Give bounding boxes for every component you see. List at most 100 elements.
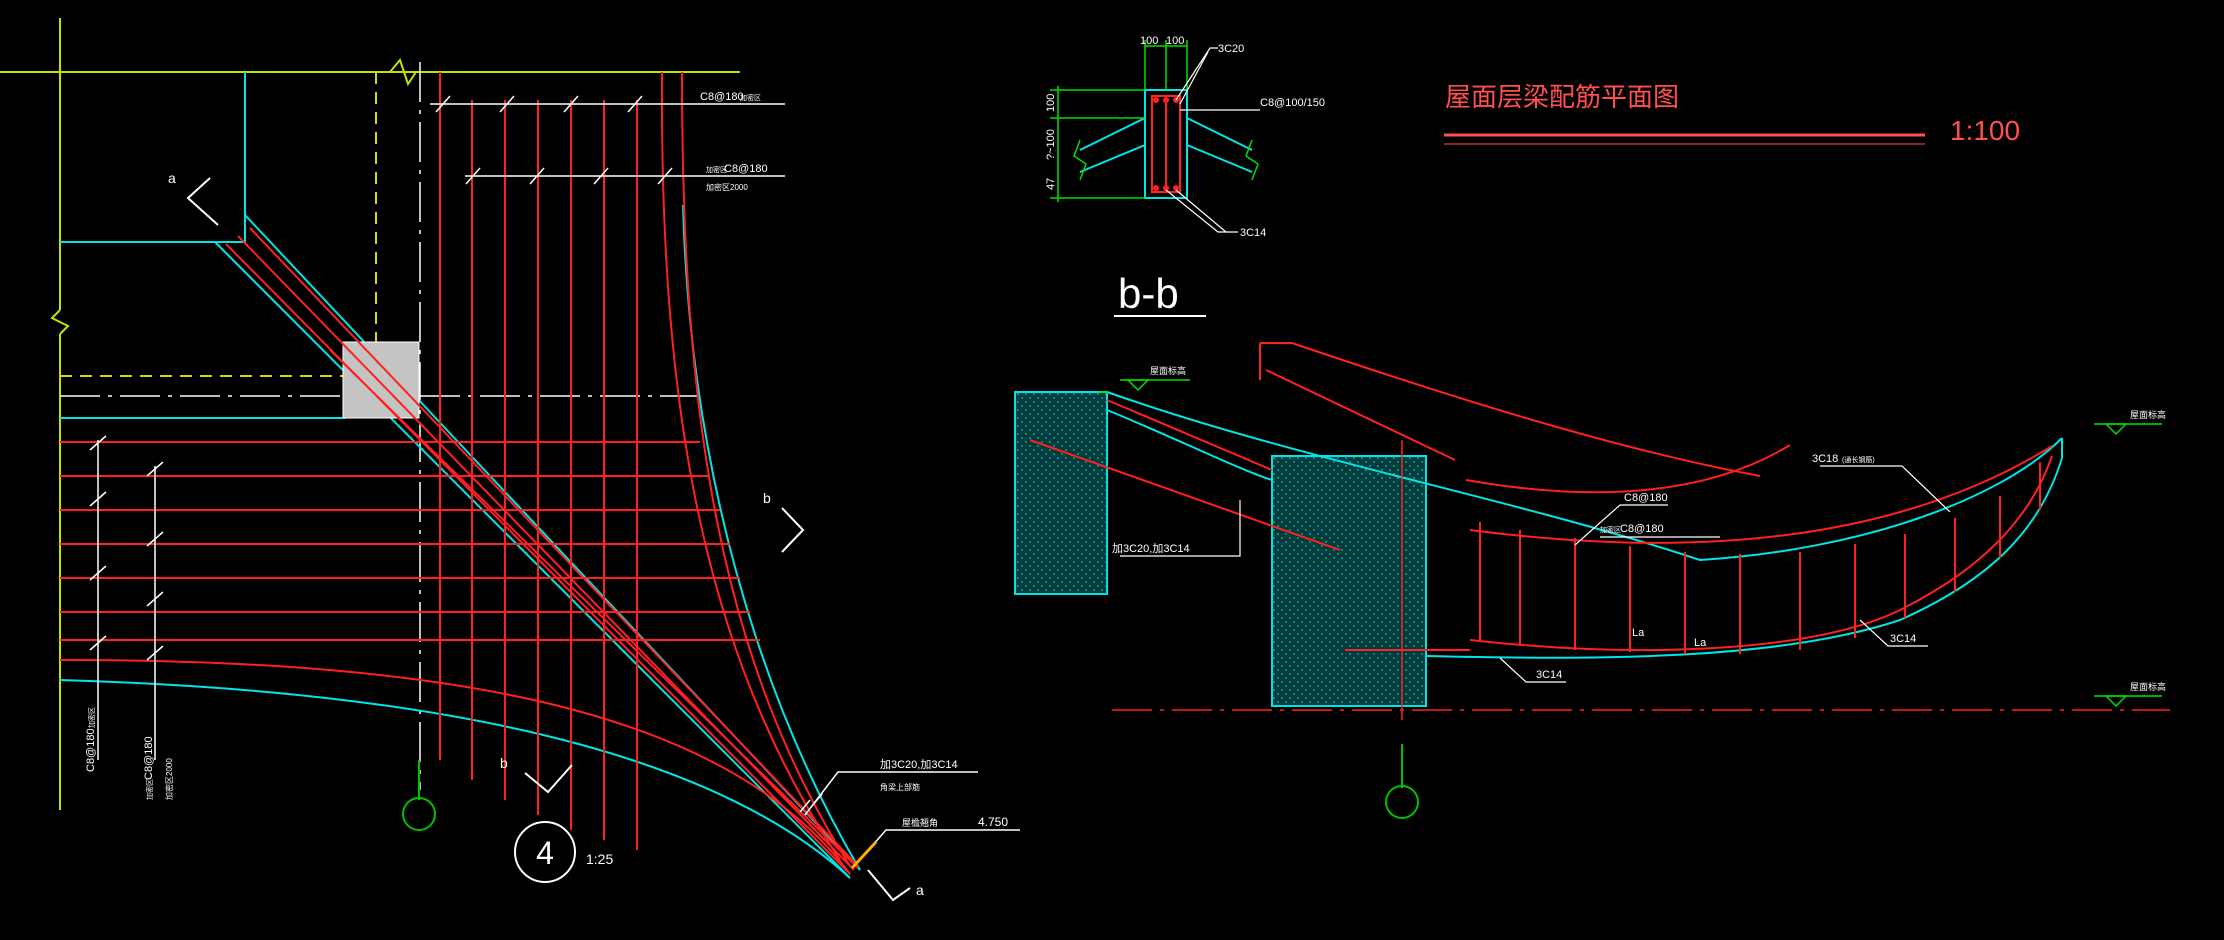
- detail-scale: 1:25: [586, 851, 613, 867]
- elevation-grid-bubble: [1385, 785, 1419, 819]
- top-stirrup-label: C8@180: [700, 91, 744, 103]
- vert-bar-curved-2: [681, 71, 851, 867]
- top-through-bar: [1469, 445, 2053, 544]
- elevation-rebars: [1029, 342, 2053, 654]
- section-mark-b-bottom: [524, 764, 573, 794]
- section-b-right-letter: b: [763, 490, 771, 506]
- bb-top-bars-label: 3C20: [1218, 43, 1244, 55]
- top-break-symbol: [389, 57, 417, 87]
- left-stirrup2-label: C8@180: [143, 736, 155, 780]
- grid-bubble: [402, 797, 436, 831]
- left-beam-bar: [1106, 399, 1273, 471]
- left-axis-break: [50, 309, 70, 335]
- top-stirrup-ticks: [435, 95, 643, 113]
- section-marks: [186, 177, 911, 902]
- drawing-title-block: 屋面层梁配筋平面图 1:100: [1444, 82, 2020, 146]
- bb-dim-h3: 47: [1045, 178, 1057, 190]
- section-mark-b-right: [781, 507, 805, 553]
- bb-dim-top-left: 100: [1140, 35, 1158, 47]
- bb-dim-h1: 100: [1045, 94, 1057, 112]
- section-bb-slab-left-top: [1079, 117, 1146, 151]
- section-mark-a-top: [186, 177, 219, 226]
- level-top-left-label: 屋面标高: [1150, 365, 1186, 376]
- level-right-label: 屋面标高: [2130, 409, 2166, 420]
- column-hatch: [1015, 392, 1426, 706]
- left-stirrup2-prefix: 加密区: [145, 779, 154, 800]
- top-bars-label: 3C18: [1812, 453, 1838, 465]
- horiz-bar-curved: [59, 659, 851, 875]
- diag-label: 加3C20,加3C14: [1112, 542, 1190, 555]
- diag-bar-elev: [1029, 439, 1341, 551]
- left-column-hatch: [1015, 392, 1107, 594]
- ridge-label: 屋檐翘角: [902, 817, 938, 828]
- dashed-guides: [60, 72, 377, 377]
- bb-dim-top-right: 100: [1166, 35, 1184, 47]
- elevation-leaders: [1120, 465, 1951, 683]
- section-bb-slab-left-bottom: [1079, 144, 1146, 173]
- diag-bars-note: 角梁上部筋: [880, 782, 920, 792]
- stirrup2-label: C8@180: [1620, 523, 1664, 535]
- beam-bottom-curve: [1425, 457, 2063, 659]
- stirrup1-label: C8@180: [1624, 492, 1668, 504]
- section-bb-leaders: [1165, 47, 1260, 233]
- left-stirrup-ticks: [89, 435, 164, 661]
- bottom-bars-left-label: 3C14: [1536, 669, 1562, 681]
- top-bars-leader: [1820, 465, 1951, 513]
- left-beam-bottom: [1106, 409, 1273, 481]
- top-bars-suffix: (通长钢筋): [1842, 455, 1875, 464]
- section-bb-title: b-b: [1118, 270, 1179, 317]
- anchor1-label: La: [1632, 627, 1645, 639]
- section-bb-rebar: [1151, 95, 1181, 193]
- diag-label-leader: [1120, 500, 1241, 557]
- break-right: [1245, 139, 1259, 181]
- axis-lines: [0, 18, 740, 810]
- left-stirrup2-note: 加密区2000: [164, 758, 174, 800]
- section-bb-bar-dots: [1153, 97, 1179, 191]
- middle-column-hatch: [1272, 456, 1426, 706]
- ridge-value: 4.750: [978, 815, 1008, 829]
- detail-number-circle: [514, 821, 576, 883]
- upper-bar-curve: [1260, 342, 1761, 477]
- stirrup2-prefix: 加密区: [1600, 525, 1621, 534]
- diag-bars-label: 加3C20,加3C14: [880, 758, 958, 771]
- section-bb-outline: [1079, 89, 1253, 199]
- section-bb-slab-right-bottom: [1186, 144, 1253, 173]
- mid-stirrup-note: 加密区2000: [706, 182, 748, 192]
- detail-number: 4: [536, 835, 554, 871]
- upper-bar-diag: [1265, 369, 1456, 461]
- left-stirrup-suffix: 加密区: [87, 707, 96, 728]
- left-stirrup-label: C8@180: [85, 728, 97, 772]
- ridge-marker: [850, 840, 878, 870]
- section-a-top-letter: a: [168, 170, 176, 186]
- anchor2-label: La: [1694, 637, 1707, 649]
- drawing-scale: 1:100: [1950, 115, 2020, 146]
- bottom-bars-right-label: 3C14: [1890, 633, 1916, 645]
- bb-stirrup-label: C8@100/150: [1260, 97, 1325, 109]
- section-bb: 100 100 100 ?~100 47 3C20 C8@100/150 3C1…: [1045, 35, 1325, 317]
- stirrup1-leader: [1574, 504, 1668, 546]
- curved-eave-bottom: [59, 679, 851, 879]
- diag-bars-ticks: [799, 793, 823, 813]
- diag-bar-4: [329, 349, 859, 869]
- level-bottom-right-label: 屋面标高: [2130, 681, 2166, 692]
- mid-stirrup-ticks: [465, 167, 673, 185]
- section-b-bottom-letter: b: [500, 755, 508, 771]
- section-bb-slab-right-top: [1186, 117, 1253, 151]
- elevation-stirrups: [1479, 462, 2041, 654]
- break-left: [1073, 139, 1087, 181]
- bb-bottom-bars-label: 3C14: [1240, 227, 1266, 239]
- diag-beam-edge-lower: [214, 241, 851, 879]
- corner-column: [342, 341, 420, 419]
- bb-dim-h2: ?~100: [1045, 129, 1057, 160]
- drawing-title: 屋面层梁配筋平面图: [1445, 82, 1679, 112]
- mid-stirrup-label: C8@180: [724, 163, 768, 175]
- elevation-view: 屋面标高 屋面标高 屋面标高 C8@180 加密区 C8@180 3C18 (通…: [1014, 342, 2170, 819]
- horizontal-rebars: [59, 441, 851, 875]
- level-markers: [1098, 379, 2162, 708]
- beam-top-curve: [1106, 391, 2063, 562]
- top-stirrup-suffix: 加密区: [740, 93, 761, 102]
- bottom-through-bar: [1469, 455, 2053, 651]
- mid-stirrup-prefix: 加密区: [706, 165, 727, 174]
- bottom-bars-right-leader: [1859, 619, 1928, 647]
